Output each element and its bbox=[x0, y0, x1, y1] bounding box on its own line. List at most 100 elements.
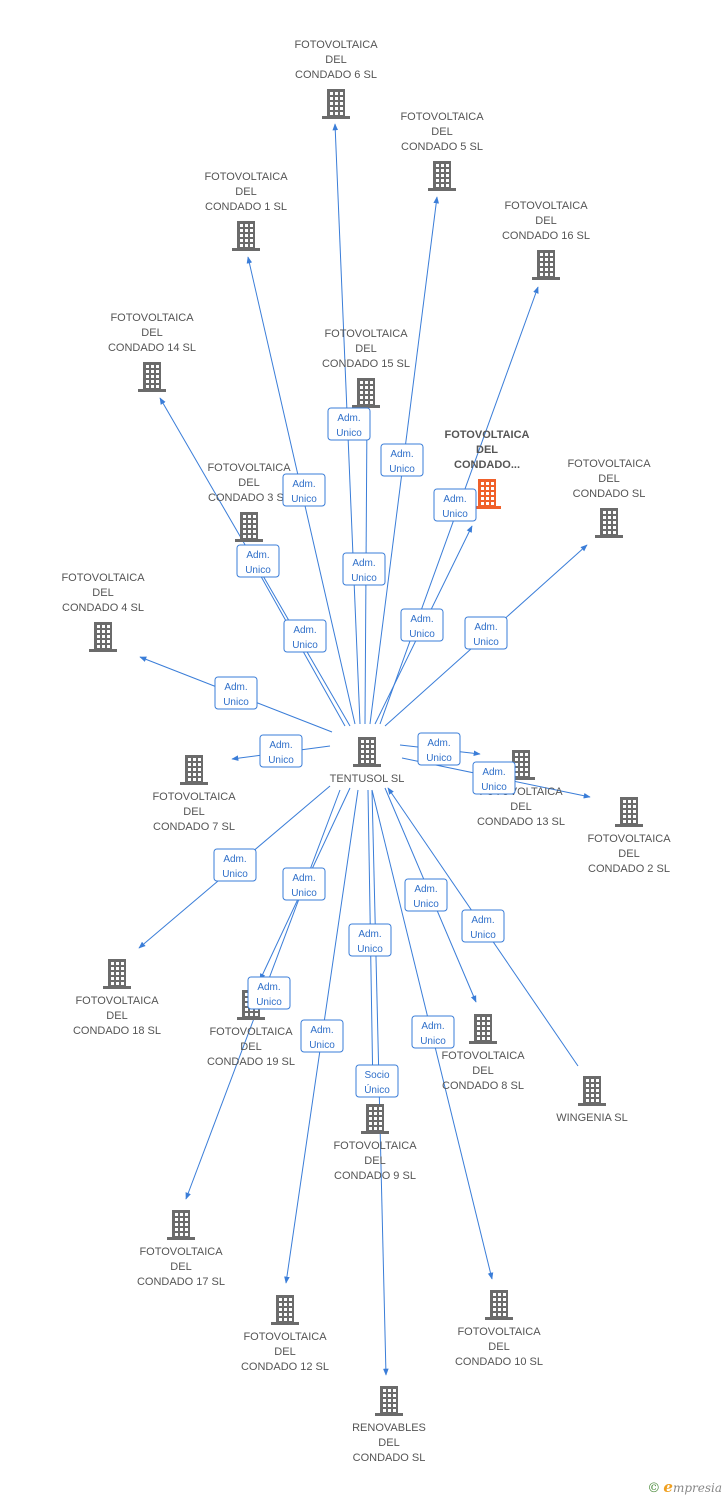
node-label-line: CONDADO... bbox=[454, 459, 520, 471]
edge-label-text: Unico bbox=[309, 1040, 335, 1051]
edge-label-box bbox=[355, 1064, 399, 1098]
node-label-line: FOTOVOLTAICA bbox=[504, 200, 588, 212]
edge-label-text: Unico bbox=[291, 888, 317, 899]
node-label-line: CONDADO 13 SL bbox=[477, 816, 565, 828]
edge-label-c7[interactable]: Adm.Unico bbox=[259, 734, 303, 768]
node-label-line: FOTOVOLTAICA bbox=[61, 572, 145, 584]
building-icon bbox=[271, 1295, 299, 1325]
edge-label-text: Adm. bbox=[292, 479, 315, 490]
node-label-line: CONDADO 3 SL bbox=[208, 492, 290, 504]
edge-label-text: Adm. bbox=[410, 614, 433, 625]
node-label-line: CONDADO 19 SL bbox=[207, 1056, 295, 1068]
edge-label-box bbox=[461, 909, 505, 943]
edge-label-box bbox=[348, 923, 392, 957]
node-label-line: CONDADO 14 SL bbox=[108, 342, 196, 354]
edge-label-text: Unico bbox=[473, 637, 499, 648]
node-label-line: TENTUSOL SL bbox=[330, 773, 405, 785]
node-label-line: FOTOVOLTAICA bbox=[445, 429, 530, 441]
node-label-line: FOTOVOLTAICA bbox=[139, 1246, 223, 1258]
node-label-line: DEL bbox=[598, 473, 619, 485]
node-label-line: CONDADO 8 SL bbox=[442, 1080, 524, 1092]
edge-label-wingenia[interactable]: Adm.Unico bbox=[461, 909, 505, 943]
edge-label-c9[interactable]: Adm.Unico bbox=[348, 923, 392, 957]
building-icon bbox=[167, 1210, 195, 1240]
node-label-line: DEL bbox=[431, 126, 452, 138]
brand-initial: e bbox=[663, 1478, 673, 1496]
building-icon bbox=[89, 622, 117, 652]
node-label-line: DEL bbox=[618, 848, 639, 860]
edge-label-text: Adm. bbox=[223, 854, 246, 865]
edge-label-c12[interactable]: Adm. Unico bbox=[300, 1019, 344, 1053]
edge-label-c17[interactable]: Adm.Unico bbox=[247, 976, 291, 1010]
edge-label-c14[interactable]: Adm.Unico bbox=[236, 544, 280, 578]
edge-label-c4[interactable]: Adm.Unico bbox=[214, 676, 258, 710]
node-label-line: DEL bbox=[235, 186, 256, 198]
edge-label-box bbox=[400, 608, 444, 642]
edge-label-box bbox=[282, 867, 326, 901]
edge-label-c18[interactable]: Adm.Unico bbox=[213, 848, 257, 882]
node-tentusol[interactable]: TENTUSOL SL bbox=[330, 737, 405, 785]
edge-label-text: Unico bbox=[426, 753, 452, 764]
building-icon bbox=[322, 89, 350, 119]
node-label-line: DEL bbox=[355, 343, 376, 355]
edge-label-text: Socio bbox=[364, 1070, 389, 1081]
edge-label-c15[interactable]: Adm.Unico bbox=[342, 552, 386, 586]
edge-label-c6[interactable]: Adm.Unico bbox=[327, 407, 371, 441]
edge-label-text: Unico bbox=[223, 697, 249, 708]
edge-label-text: Único bbox=[364, 1083, 390, 1096]
node-wingenia[interactable]: WINGENIA SL bbox=[556, 1076, 628, 1124]
edge-label-c13[interactable]: Adm. Unico bbox=[417, 732, 461, 766]
edge-label-c1[interactable]: Adm.Unico bbox=[282, 473, 326, 507]
edge-label-box bbox=[411, 1015, 455, 1049]
node-label-line: DEL bbox=[535, 215, 556, 227]
edge-label-c8[interactable]: Adm. Unico bbox=[404, 878, 448, 912]
node-label-line: DEL bbox=[510, 801, 531, 813]
edge-label-box bbox=[433, 488, 477, 522]
edge-label-text: Unico bbox=[413, 899, 439, 910]
edge-label-c5[interactable]: Adm.Unico bbox=[380, 443, 424, 477]
edge-label-text: Adm. bbox=[390, 449, 413, 460]
node-label-line: DEL bbox=[325, 54, 346, 66]
edge-label-c16[interactable]: Adm.Unico bbox=[433, 488, 477, 522]
edge-label-text: Unico bbox=[268, 755, 294, 766]
node-label-line: DEL bbox=[183, 806, 204, 818]
node-label-line: DEL bbox=[238, 477, 259, 489]
node-label-line: CONDADO 15 SL bbox=[322, 358, 410, 370]
node-label-line: CONDADO 17 SL bbox=[137, 1276, 225, 1288]
edge-label-c10[interactable]: Adm.Unico bbox=[411, 1015, 455, 1049]
empresia-watermark: ©empresia bbox=[647, 1478, 722, 1496]
edge-label-text: Adm. bbox=[257, 982, 280, 993]
edge-label-text: Adm. bbox=[414, 884, 437, 895]
edge-label-c3[interactable]: Adm.Unico bbox=[283, 619, 327, 653]
edge-label-c0[interactable]: Adm.Unico bbox=[464, 616, 508, 650]
edge-label-text: Adm. bbox=[427, 738, 450, 749]
edge-label-main[interactable]: Adm.Unico bbox=[400, 608, 444, 642]
edge-label-text: Adm. bbox=[310, 1025, 333, 1036]
node-label-line: CONDADO 2 SL bbox=[588, 863, 670, 875]
edge-label-c2[interactable]: Adm.Unico bbox=[472, 761, 516, 795]
node-label-line: DEL bbox=[488, 1341, 509, 1353]
building-icon bbox=[235, 512, 263, 542]
edge-label-c19[interactable]: Adm.Unico bbox=[282, 867, 326, 901]
node-main[interactable]: FOTOVOLTAICADELCONDADO... bbox=[445, 429, 530, 509]
